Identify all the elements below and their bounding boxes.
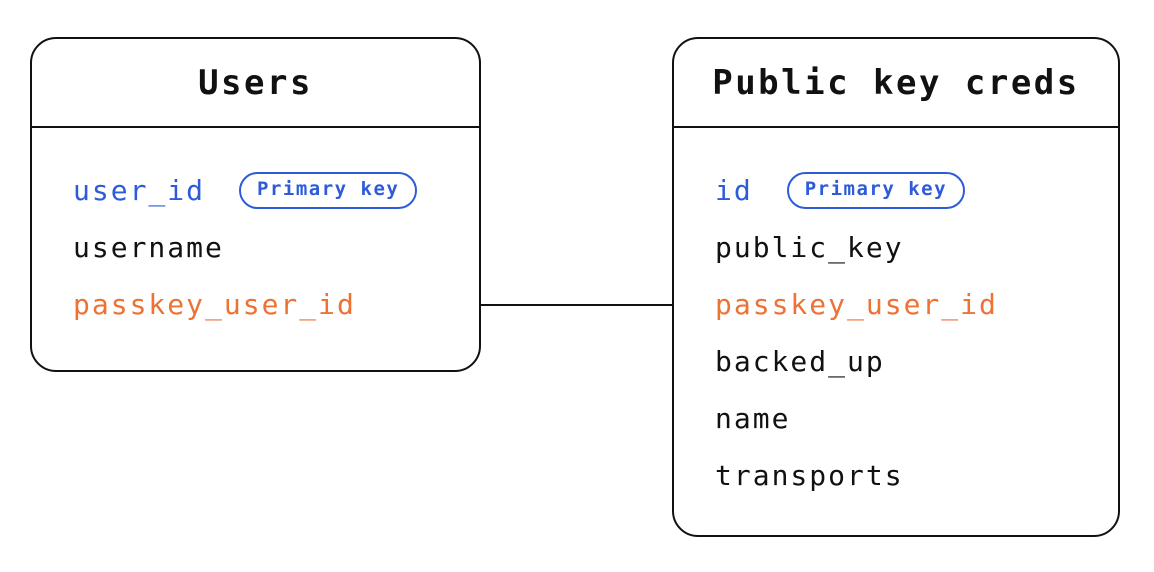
primary-key-badge: Primary key [239,172,418,209]
field-row-public_key: public_key [715,219,1098,276]
field-name: username [73,231,224,264]
field-name: user_id [73,174,206,207]
field-row-id: id Primary key [715,162,1098,219]
field-row-name: name [715,390,1098,447]
field-name: passkey_user_id [73,288,356,321]
primary-key-badge: Primary key [786,172,966,209]
field-name: passkey_user_id [715,288,998,321]
field-row-backed_up: backed_up [715,333,1098,390]
table-header: Public key creds [674,39,1118,128]
field-row-transports: transports [715,447,1098,504]
field-row-username: username [73,219,459,276]
field-name: transports [715,459,904,492]
field-name: backed_up [715,345,885,378]
relationship-edge[interactable] [480,304,672,306]
table-header: Users [32,39,479,128]
field-row-passkey_user_id: passkey_user_id [73,276,459,333]
table-fields: user_id Primary key username passkey_user_i… [32,128,479,333]
field-row-passkey_user_id: passkey_user_id [715,276,1098,333]
table-title: Users [198,62,313,103]
table-node-public-key-creds[interactable]: Public key creds id Primary key public_key… [672,37,1120,537]
table-title: Public key creds [712,62,1080,103]
field-name: name [715,402,791,435]
table-node-users[interactable]: Users user_id Primary key username passkey_… [30,37,481,372]
field-name: public_key [715,231,904,264]
field-row-user_id: user_id Primary key [73,162,459,219]
field-name: id [715,174,753,207]
